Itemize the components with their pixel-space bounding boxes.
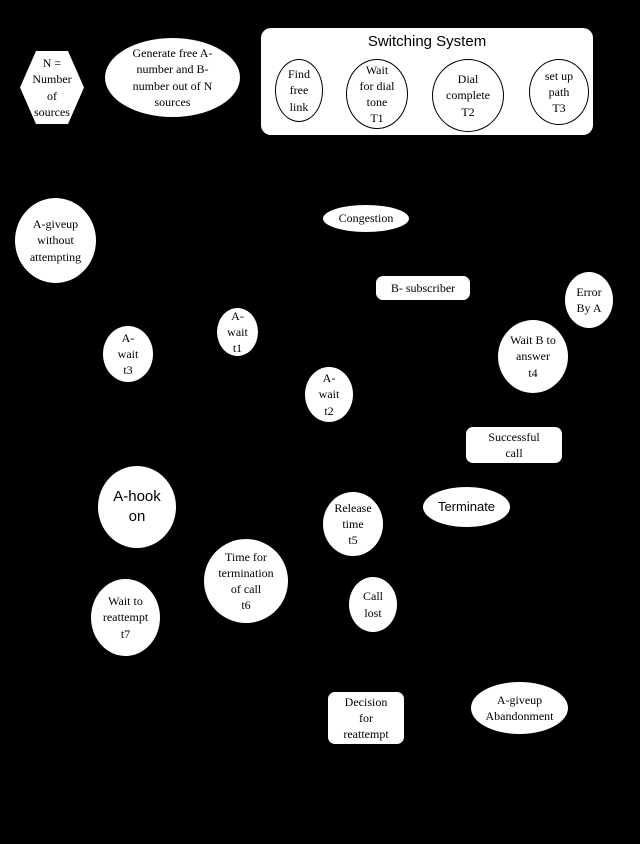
time-for-termination-node: Time for termination of call t6: [204, 539, 288, 623]
terminate-node: Terminate: [423, 487, 510, 527]
congestion-node: Congestion: [323, 205, 409, 232]
a-wait-t1-node: A- wait t1: [217, 308, 258, 356]
decision-for-reattempt-node: Decision for reattempt: [328, 692, 404, 744]
b-subscriber-node: B- subscriber: [376, 276, 470, 300]
call-lost-node: Call lost: [349, 577, 397, 632]
a-giveup-abandonment-node: A-giveup Abandonment: [471, 682, 568, 734]
release-time-node: Release time t5: [323, 492, 383, 556]
error-by-a-node: Error By A: [565, 272, 613, 328]
dial-complete-node: Dial complete T2: [432, 59, 504, 132]
set-up-path-node: set up path T3: [529, 59, 589, 125]
generate-numbers-node: Generate free A- number and B- number ou…: [105, 38, 240, 117]
successful-call-node: Successful call: [466, 427, 562, 463]
a-hook-on-node: A-hook on: [98, 466, 176, 548]
wait-dial-tone-node: Wait for dial tone T1: [346, 59, 408, 129]
find-free-link-node: Find free link: [275, 59, 323, 122]
wait-b-to-answer-node: Wait B to answer t4: [498, 320, 568, 393]
a-giveup-without-attempting-node: A-giveup without attempting: [15, 198, 96, 283]
a-wait-t3-node: A- wait t3: [103, 326, 153, 382]
switching-system-title: Switching System: [367, 33, 487, 50]
wait-to-reattempt-node: Wait to reattempt t7: [91, 579, 160, 656]
a-wait-t2-node: A- wait t2: [305, 367, 353, 422]
